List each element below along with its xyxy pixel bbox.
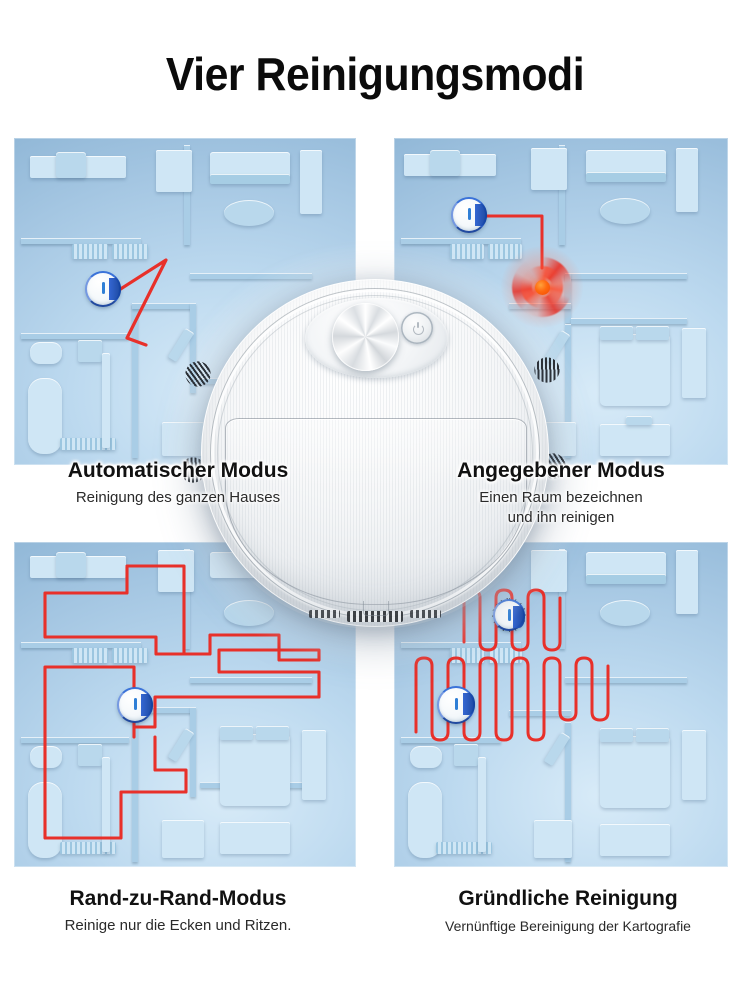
page-title: Vier Reinigungsmodi bbox=[165, 48, 585, 100]
storage-rack bbox=[72, 648, 108, 663]
lidar-turret-icon bbox=[331, 303, 400, 372]
robot-marker-indicator bbox=[454, 697, 458, 710]
wardrobe bbox=[302, 730, 326, 800]
coffee-table bbox=[600, 600, 650, 626]
wash-basin bbox=[78, 340, 102, 362]
interior-wall bbox=[565, 273, 687, 279]
bed bbox=[220, 734, 290, 806]
interior-wall bbox=[559, 145, 565, 245]
caption-subtitle-line1: Einen Raum bezeichnen bbox=[479, 489, 643, 506]
caption-subtitle: Vernünftige Bereinigung der Kartografie bbox=[445, 918, 691, 934]
power-glyph-icon bbox=[412, 321, 424, 335]
pillow bbox=[256, 726, 289, 740]
wardrobe bbox=[682, 730, 706, 800]
interior-wall bbox=[184, 145, 190, 245]
robot-vent bbox=[308, 609, 341, 619]
coffee-table bbox=[600, 198, 650, 224]
bathtub bbox=[28, 378, 62, 454]
interior-wall bbox=[190, 707, 196, 797]
caption-thorough: Gründliche Reinigung Vernünftige Bereini… bbox=[386, 886, 750, 936]
partition bbox=[102, 353, 110, 448]
coffee-table bbox=[224, 200, 274, 226]
robot-marker-bumper bbox=[475, 204, 487, 226]
interior-wall bbox=[21, 737, 129, 743]
interior-wall bbox=[21, 238, 141, 244]
partition bbox=[102, 757, 110, 852]
caption-title: Automatischer Modus bbox=[67, 459, 289, 482]
power-button-icon[interactable] bbox=[401, 312, 434, 345]
toilet bbox=[30, 342, 62, 364]
bed bbox=[600, 334, 670, 406]
pillow bbox=[220, 726, 253, 740]
kitchen-appliance bbox=[156, 150, 192, 192]
dresser bbox=[220, 822, 290, 854]
dresser-top-item bbox=[626, 416, 652, 425]
storage-rack bbox=[72, 244, 108, 259]
sofa-base bbox=[586, 574, 666, 584]
robot-marker-indicator bbox=[467, 208, 471, 221]
shelf bbox=[676, 148, 698, 212]
caption-subtitle-line2: und ihn reinigen bbox=[507, 509, 615, 526]
storage-rack bbox=[112, 648, 148, 663]
pillow bbox=[636, 326, 669, 340]
kitchen-appliance bbox=[531, 148, 567, 190]
dresser bbox=[600, 424, 670, 456]
interior-wall bbox=[401, 737, 501, 743]
robot-marker-bumper bbox=[141, 694, 153, 716]
interior-wall bbox=[565, 677, 687, 683]
pillow bbox=[600, 326, 633, 340]
wash-basin bbox=[78, 744, 102, 766]
sofa-base bbox=[210, 174, 290, 184]
robot-marker bbox=[115, 685, 155, 725]
interior-wall bbox=[21, 333, 129, 339]
interior-wall bbox=[132, 707, 138, 862]
cleaning-path-automatic bbox=[14, 138, 356, 465]
appliance bbox=[162, 820, 204, 858]
caption-edge: Rand-zu-Rand-Modus Reinige nur die Ecken… bbox=[0, 886, 356, 936]
kitchen-sink bbox=[430, 150, 460, 176]
robot-marker bbox=[449, 195, 489, 235]
robot-front-notch bbox=[362, 600, 390, 616]
caption-title: Angegebener Modus bbox=[457, 459, 665, 482]
robot-marker bbox=[435, 684, 477, 726]
interior-wall bbox=[132, 707, 192, 713]
robot-marker-indicator bbox=[133, 698, 137, 711]
caption-title: Rand-zu-Rand-Modus bbox=[69, 887, 287, 910]
caption-specified: Angegebener Modus Einen Raum bezeichnen … bbox=[394, 458, 728, 528]
storage-rack bbox=[112, 244, 148, 259]
appliance bbox=[534, 820, 572, 858]
caption-automatic: Automatischer Modus Reinigung des ganzen… bbox=[0, 458, 356, 508]
sofa-base bbox=[586, 172, 666, 182]
wardrobe bbox=[682, 328, 706, 398]
robot-marker-indicator bbox=[101, 282, 105, 295]
toilet bbox=[410, 746, 442, 768]
robot-marker-bumper bbox=[109, 278, 121, 300]
sofa bbox=[210, 152, 290, 178]
caption-subtitle: Reinigung des ganzen Hauses bbox=[75, 489, 281, 506]
kitchen-sink bbox=[56, 152, 86, 178]
shelf bbox=[300, 150, 322, 214]
interior-wall bbox=[509, 710, 571, 716]
interior-wall bbox=[190, 677, 312, 683]
robot-vacuum-product-image bbox=[201, 279, 549, 629]
dresser bbox=[600, 824, 670, 856]
interior-wall bbox=[565, 722, 571, 862]
interior-wall bbox=[132, 303, 138, 458]
shelf bbox=[676, 550, 698, 614]
interior-wall bbox=[571, 318, 687, 324]
robot-marker-bumper bbox=[463, 693, 475, 715]
interior-wall bbox=[21, 642, 141, 648]
robot-vent bbox=[409, 609, 442, 619]
robot-marker bbox=[83, 269, 123, 309]
caption-subtitle: Reinige nur die Ecken und Ritzen. bbox=[64, 917, 292, 934]
caption-title: Gründliche Reinigung bbox=[458, 887, 678, 910]
pillow bbox=[600, 728, 633, 742]
partition bbox=[478, 757, 486, 852]
bed bbox=[600, 736, 670, 808]
wash-basin bbox=[454, 744, 478, 766]
pillow bbox=[636, 728, 669, 742]
sofa bbox=[586, 150, 666, 176]
kitchen-sink bbox=[56, 552, 86, 578]
